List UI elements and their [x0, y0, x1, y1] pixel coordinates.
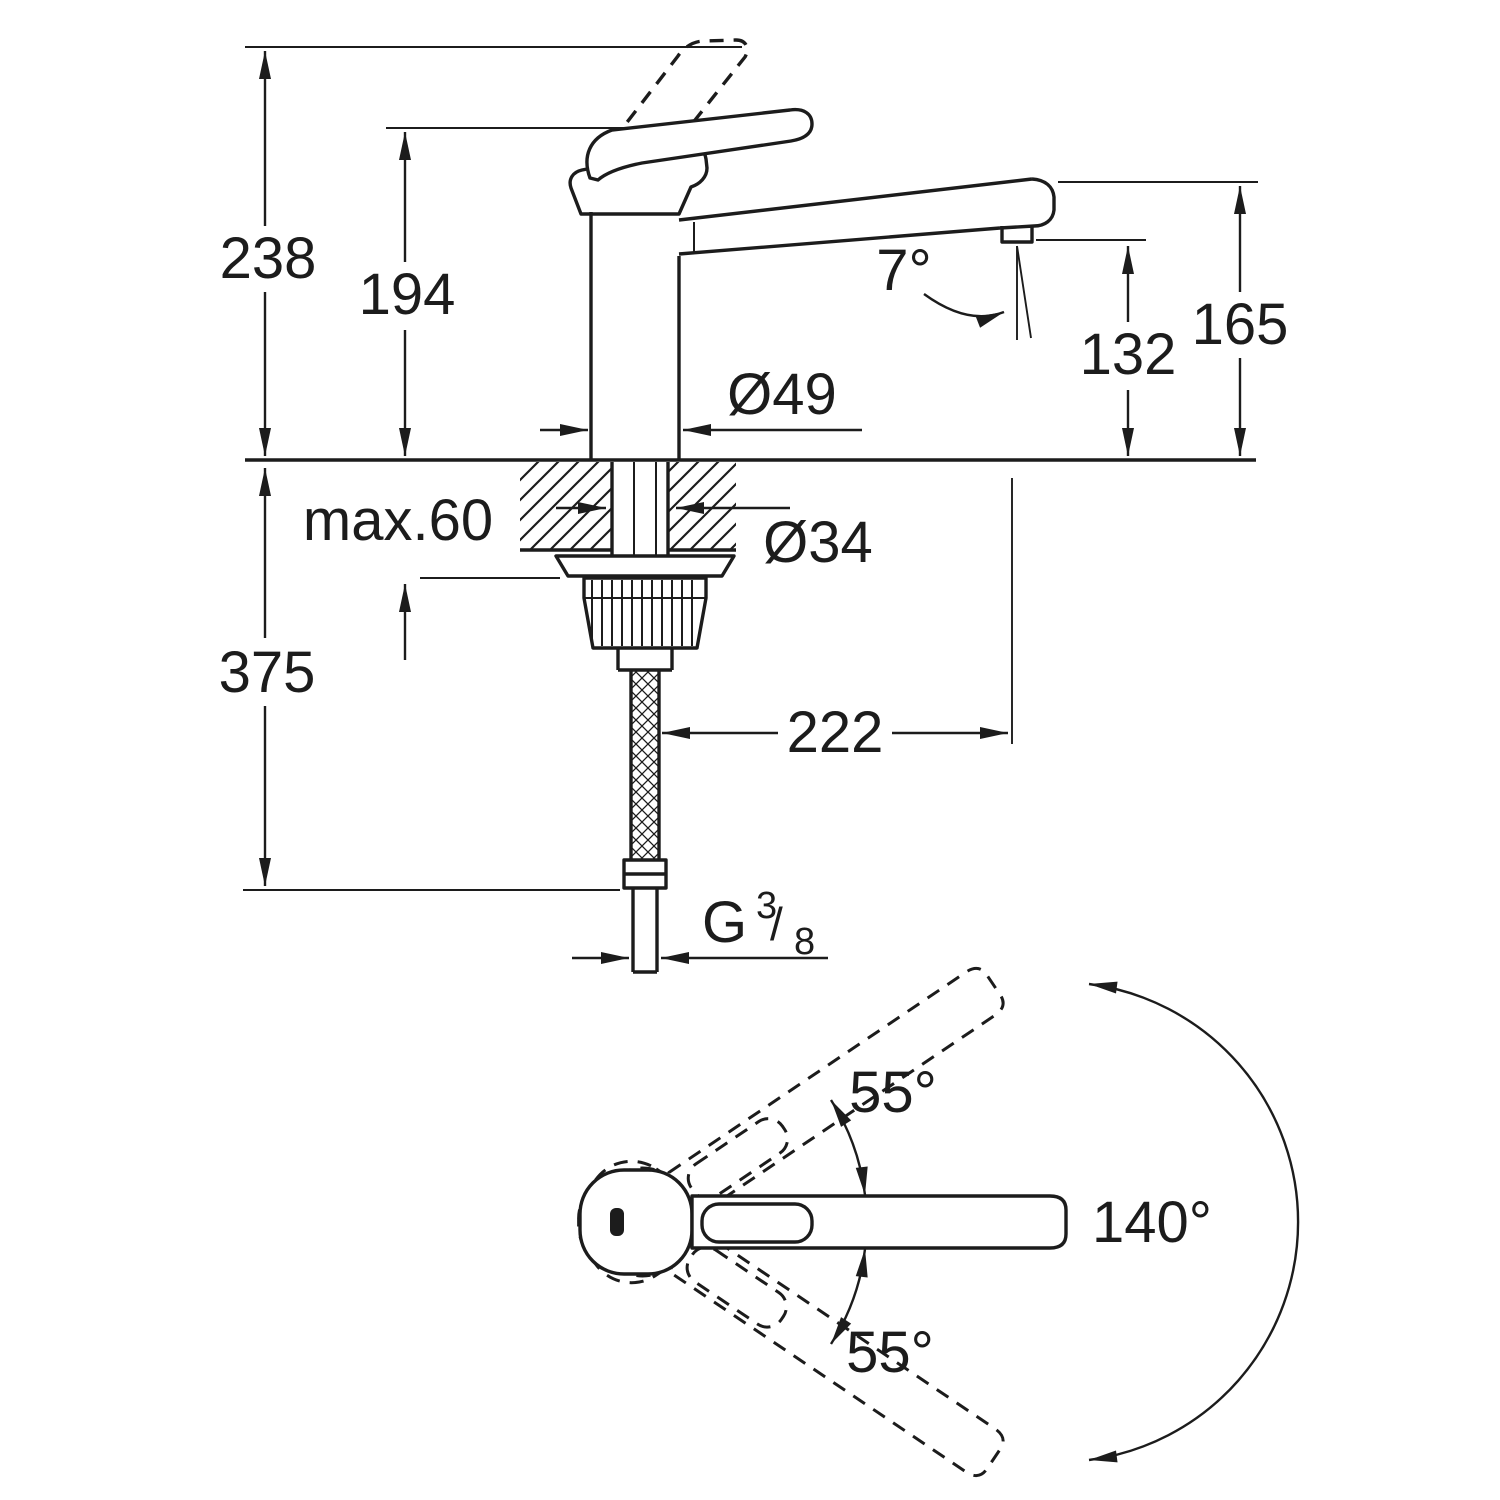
angle-7-label: 7° — [876, 238, 931, 303]
tailpiece — [616, 648, 674, 672]
faucet-body — [568, 38, 1056, 460]
lever-raised-dashed — [596, 38, 749, 170]
dim-max60-label: max.60 — [303, 488, 493, 553]
dim-238-label: 238 — [220, 226, 317, 291]
handle-top-view: 55° 140° 55° — [560, 940, 1300, 1500]
dimension-spout-height: 165 — [1192, 186, 1289, 456]
dim-dia34-label: Ø34 — [763, 510, 873, 575]
mounting-flange — [554, 554, 736, 578]
installation-section — [520, 462, 736, 974]
thread-slash: / — [770, 898, 783, 950]
dim-222-label: 222 — [787, 700, 884, 765]
dim-dia49-label: Ø49 — [727, 362, 837, 427]
extension-lines — [243, 46, 1258, 891]
dim-165-label: 165 — [1192, 292, 1289, 357]
aerator — [1000, 226, 1034, 244]
dimension-total-height: 238 — [220, 51, 317, 456]
hose-end-fitting — [622, 858, 668, 890]
spout-bottom — [678, 226, 1001, 256]
spray-angle-callout: 7° — [876, 238, 1032, 340]
arc-55-up — [829, 1099, 868, 1196]
angle-leader-arrow — [923, 293, 1005, 328]
dimension-body-height: 194 — [359, 132, 456, 456]
swivel-140-label: 140° — [1092, 1190, 1212, 1255]
dimension-hose-depth: 375 — [219, 468, 316, 886]
dimension-spout-reach: 222 — [662, 478, 1013, 765]
water-stream-line — [1016, 245, 1032, 339]
thread-numerator: 3 — [756, 885, 777, 927]
thread-size-callout: G 3 / 8 — [572, 885, 828, 964]
dim-132-label: 132 — [1080, 322, 1177, 387]
counter-hatch-right — [668, 462, 736, 550]
dimension-shank-diameter: Ø34 — [556, 502, 873, 575]
hose-connector-tube — [631, 888, 659, 974]
arc-140-total — [1088, 981, 1300, 1463]
spout-tip — [999, 177, 1056, 230]
dimension-aerator-height: 132 — [1080, 246, 1177, 456]
thread-denominator: 8 — [794, 921, 815, 963]
lever-handle — [585, 107, 814, 182]
spout-top — [678, 177, 1033, 222]
handle-center-position — [578, 1168, 1068, 1276]
dim-194-label: 194 — [359, 262, 456, 327]
dim-375-label: 375 — [219, 640, 316, 705]
faucet-side-view: 238 194 165 132 Ø49 — [219, 38, 1289, 974]
mounting-nut — [582, 576, 708, 650]
arc-55-down — [829, 1248, 868, 1345]
swivel-55-up-label: 55° — [849, 1060, 937, 1125]
dimension-base-diameter: Ø49 — [540, 362, 862, 436]
nut-knurling — [591, 580, 693, 646]
swivel-55-down-label: 55° — [846, 1320, 934, 1385]
handle-pivot-mark — [610, 1208, 624, 1236]
supply-hose — [622, 670, 668, 974]
dimension-max-thickness: max.60 — [303, 488, 493, 660]
thread-g-label: G — [702, 890, 747, 955]
counter-hatch-left — [520, 462, 612, 550]
